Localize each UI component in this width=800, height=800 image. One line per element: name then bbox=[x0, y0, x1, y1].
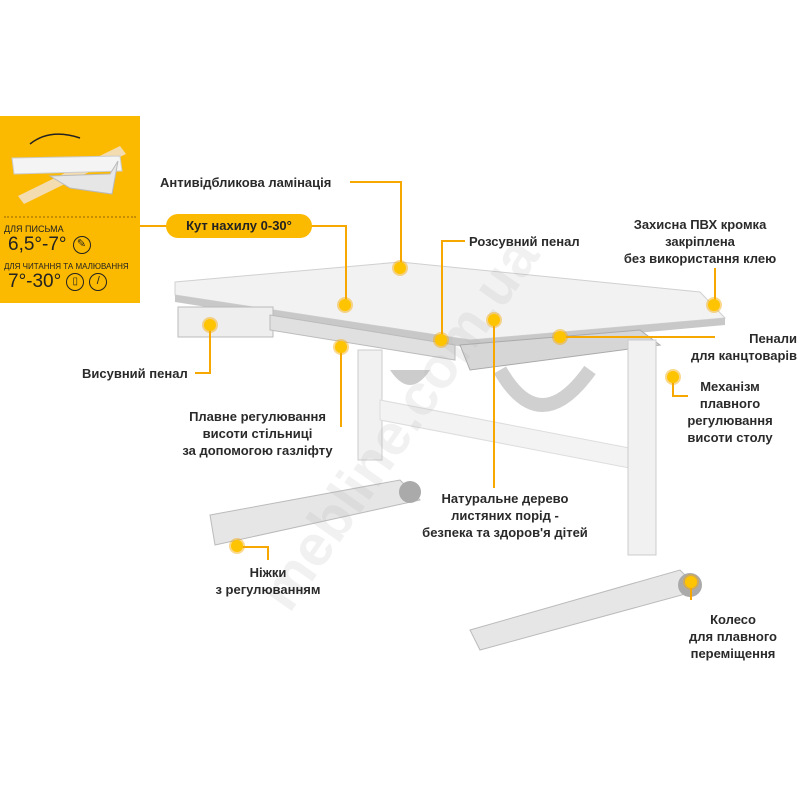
label-mechanism: Механізм плавного регулювання висоти столу bbox=[680, 378, 780, 446]
hotspot-antiglare[interactable] bbox=[394, 262, 406, 274]
line: переміщення bbox=[690, 646, 776, 661]
line: Плавне регулювання bbox=[189, 409, 326, 424]
label-sliding-case: Розсувний пенал bbox=[469, 234, 580, 249]
label-wheel: Колесо для плавного переміщення bbox=[683, 611, 783, 662]
tilt-info-box: ДЛЯ ПИСЬМА 6,5°-7° ✎ ДЛЯ ЧИТАННЯ ТА МАЛЮ… bbox=[0, 116, 140, 303]
label-tilt: Кут нахилу 0-30° bbox=[166, 214, 312, 238]
reading-value: 7°-30° bbox=[8, 271, 62, 292]
line: з регулюванням bbox=[215, 582, 321, 597]
line: без використання клею bbox=[623, 251, 777, 266]
line: висоти столу bbox=[687, 430, 773, 445]
label-pvc-edge: Захисна ПВХ кромка закріплена без використ… bbox=[620, 216, 780, 267]
hotspot-mechanism[interactable] bbox=[667, 371, 679, 383]
pen-icon: ✎ bbox=[72, 236, 91, 254]
label-gaslift: Плавне регулювання висоти стільниці за доп… bbox=[170, 408, 345, 459]
line: плавного bbox=[699, 396, 761, 411]
line: Ніжки bbox=[249, 565, 287, 580]
line: регулювання bbox=[687, 413, 773, 428]
hotspot-pencil-cases[interactable] bbox=[554, 331, 566, 343]
writing-value: 6,5°-7° bbox=[8, 234, 67, 255]
writing-label: ДЛЯ ПИСЬМА bbox=[4, 224, 64, 234]
hotspot-wood[interactable] bbox=[488, 314, 500, 326]
hotspot-legs[interactable] bbox=[231, 540, 243, 552]
reading-label: ДЛЯ ЧИТАННЯ ТА МАЛЮВАННЯ bbox=[4, 262, 129, 271]
line: закріплена bbox=[665, 234, 735, 249]
line: для канцтоварів bbox=[690, 348, 797, 363]
line: Колесо bbox=[710, 612, 756, 627]
line: за допомогою газліфту bbox=[182, 443, 333, 458]
line: висоти стільниці bbox=[202, 426, 313, 441]
hotspot-pvc-edge[interactable] bbox=[708, 299, 720, 311]
label-antiglare: Антивідбликова ламінація bbox=[160, 175, 332, 190]
line: Механізм bbox=[700, 379, 760, 394]
book-icon: ▯ bbox=[66, 273, 85, 291]
line: Натуральне дерево bbox=[441, 491, 569, 506]
tilt-desk-illustration bbox=[11, 133, 126, 204]
label-wood: Натуральне дерево листяних порід - безпека… bbox=[410, 490, 600, 541]
label-legs: Ніжки з регулюванням bbox=[208, 564, 328, 598]
hotspot-gaslift[interactable] bbox=[335, 341, 347, 353]
line: Пенали bbox=[749, 331, 797, 346]
line: безпека та здоров'я дітей bbox=[422, 525, 588, 540]
hotspot-wheel[interactable] bbox=[685, 576, 697, 588]
line: для плавного bbox=[688, 629, 778, 644]
hotspot-drawer[interactable] bbox=[204, 319, 216, 331]
line: Захисна ПВХ кромка bbox=[633, 217, 767, 232]
label-drawer: Висувний пенал bbox=[82, 366, 188, 381]
line: листяних порід - bbox=[451, 508, 559, 523]
hotspot-tilt[interactable] bbox=[339, 299, 351, 311]
hotspot-sliding-case[interactable] bbox=[435, 334, 447, 346]
label-pencil-cases: Пенали для канцтоварів bbox=[680, 330, 797, 364]
brush-icon: / bbox=[89, 273, 108, 291]
